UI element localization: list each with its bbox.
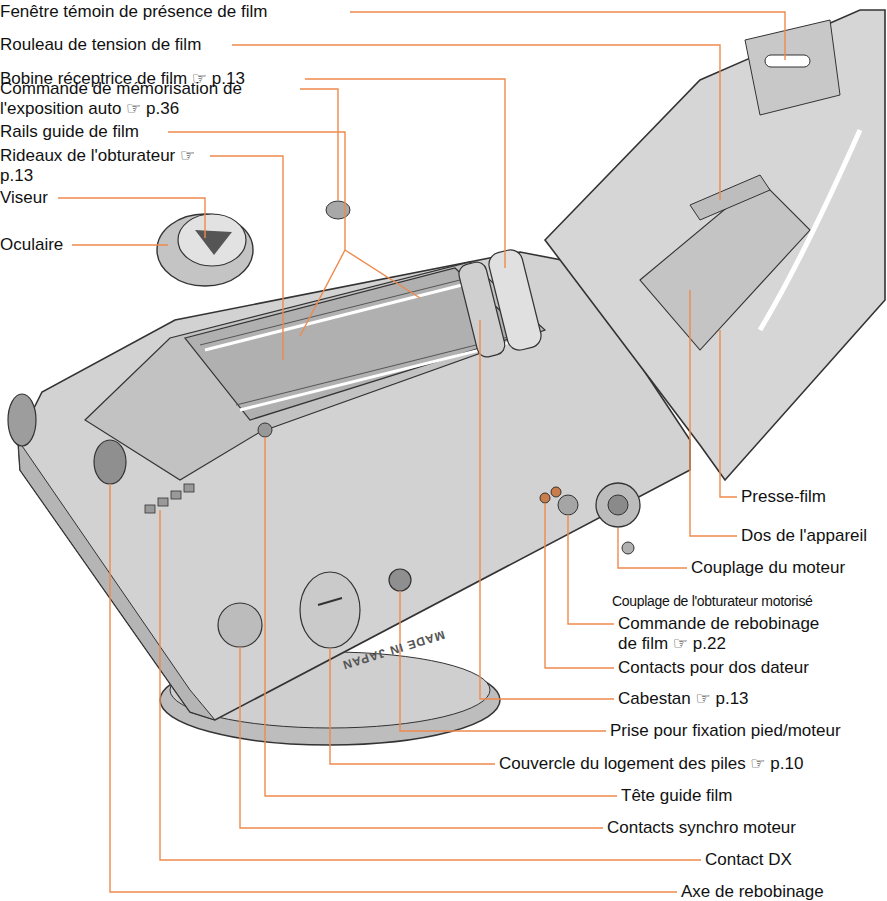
dx-contacts bbox=[145, 484, 194, 513]
part-label: Rails guide de film bbox=[0, 122, 139, 142]
part-label: Viseur bbox=[0, 188, 48, 208]
motor-coupling-core bbox=[608, 495, 628, 515]
film-rail-edge bbox=[236, 335, 516, 405]
part-label: Oculaire bbox=[0, 235, 63, 255]
date-contact bbox=[540, 493, 550, 503]
part-label: Couplage du moteur bbox=[691, 558, 845, 578]
viewfinder-glass bbox=[195, 230, 232, 255]
part-label: Couplage de l'obturateur motorisé bbox=[612, 591, 813, 611]
rewind-button bbox=[558, 495, 578, 515]
strap bbox=[760, 130, 860, 330]
motor-coupling bbox=[596, 483, 640, 527]
motor-sync-contacts bbox=[218, 603, 262, 647]
battery-slot bbox=[318, 598, 342, 605]
battery-cover bbox=[300, 572, 360, 648]
camera-body bbox=[18, 252, 690, 720]
film-window-frame bbox=[745, 20, 840, 115]
part-label: Fenêtre témoin de présence de film bbox=[0, 2, 267, 22]
part-label: Commande de rebobinage de film ☞ p.22 bbox=[618, 614, 833, 654]
part-label: Couvercle du logement des piles ☞ p.10 bbox=[499, 754, 803, 774]
take-up-spool bbox=[486, 247, 543, 352]
part-label: Cabestan ☞ p.13 bbox=[618, 689, 749, 709]
rewind-fork bbox=[94, 440, 126, 484]
part-label: Tête guide film bbox=[621, 786, 733, 806]
film-window bbox=[765, 55, 810, 67]
rewind-knob bbox=[8, 394, 36, 446]
camera-back bbox=[545, 10, 885, 480]
body-side bbox=[18, 440, 215, 720]
part-label: Contacts synchro moteur bbox=[607, 818, 796, 838]
part-label: Rouleau de tension de film bbox=[0, 35, 201, 55]
tension-roller bbox=[690, 175, 770, 220]
part-label: Dos de l'appareil bbox=[741, 526, 867, 546]
part-label: Prise pour fixation pied/moteur bbox=[610, 721, 841, 741]
part-label: Commande de mémorisation de l'exposition… bbox=[0, 79, 300, 119]
ae-lock bbox=[326, 201, 350, 219]
date-contact bbox=[551, 487, 561, 497]
part-label: Contact DX bbox=[705, 850, 792, 870]
part-label: Presse-film bbox=[741, 487, 826, 507]
film-rail bbox=[205, 283, 470, 350]
part-label: Axe de rebobinage bbox=[681, 882, 824, 901]
part-label: Rideaux de l'obturateur ☞ p.13 bbox=[0, 146, 210, 186]
film-guide-head bbox=[258, 423, 272, 437]
part-label: Contacts pour dos dateur bbox=[618, 658, 809, 678]
viewfinder-ring bbox=[178, 214, 246, 266]
tripod-socket bbox=[389, 569, 411, 591]
shutter-coupling bbox=[622, 542, 634, 554]
film-rail-edge bbox=[200, 278, 468, 345]
